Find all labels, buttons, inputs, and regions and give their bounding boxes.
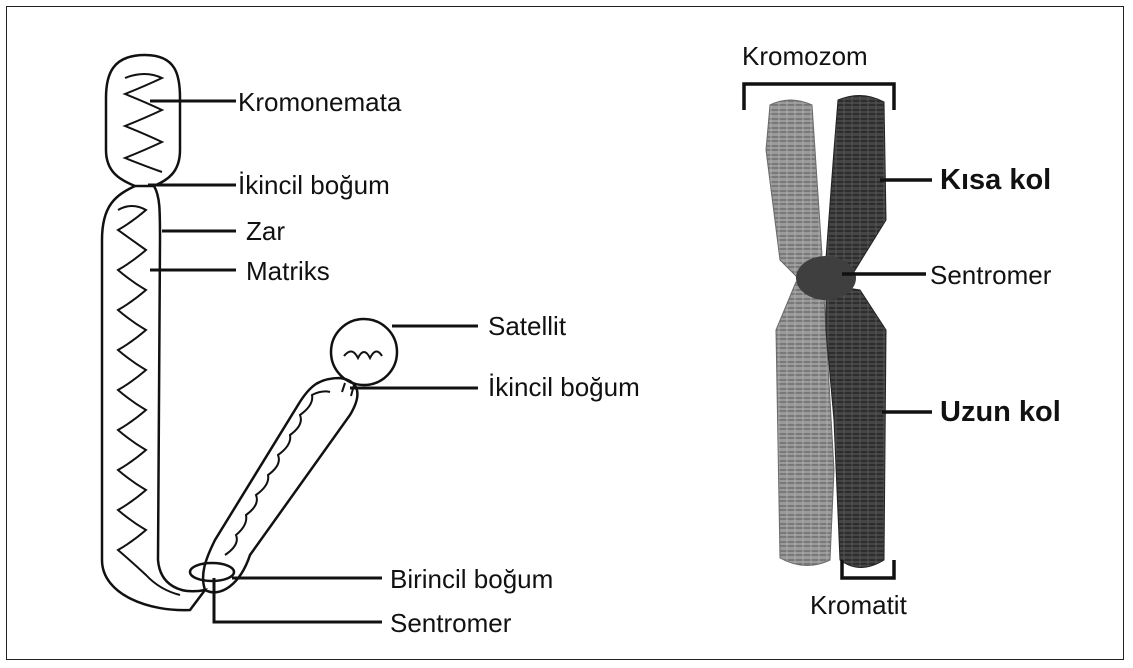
label-satellit: Satellit <box>488 313 566 339</box>
right-chromosome-drawing <box>766 95 886 567</box>
short-arm-outline <box>203 378 357 592</box>
label-ikincil-bogum-right: İkincil boğum <box>488 374 640 400</box>
label-kromonemata: Kromonemata <box>238 89 401 115</box>
label-kromozom: Kromozom <box>742 43 868 69</box>
label-uzun-kol: Uzun kol <box>940 398 1061 427</box>
label-sentromer-right: Sentromer <box>930 262 1051 288</box>
centromere-outline <box>190 563 234 581</box>
label-ikincil-bogum-top: İkincil boğum <box>238 172 390 198</box>
long-arm-outline <box>102 186 205 610</box>
light-chromatid-upper <box>766 100 822 280</box>
label-matriks: Matriks <box>246 258 330 284</box>
label-birincil-bogum: Birincil boğum <box>390 566 553 592</box>
left-chromosome-drawing <box>102 55 397 610</box>
label-kromatit: Kromatit <box>810 592 907 618</box>
label-sentromer-left: Sentromer <box>390 610 511 636</box>
centromere-region <box>796 256 856 300</box>
light-chromatid-lower <box>776 282 834 566</box>
label-kisa-kol: Kısa kol <box>940 166 1051 195</box>
label-zar: Zar <box>246 218 285 244</box>
dark-chromatid-lower <box>826 285 886 568</box>
dark-chromatid-upper <box>826 95 886 275</box>
